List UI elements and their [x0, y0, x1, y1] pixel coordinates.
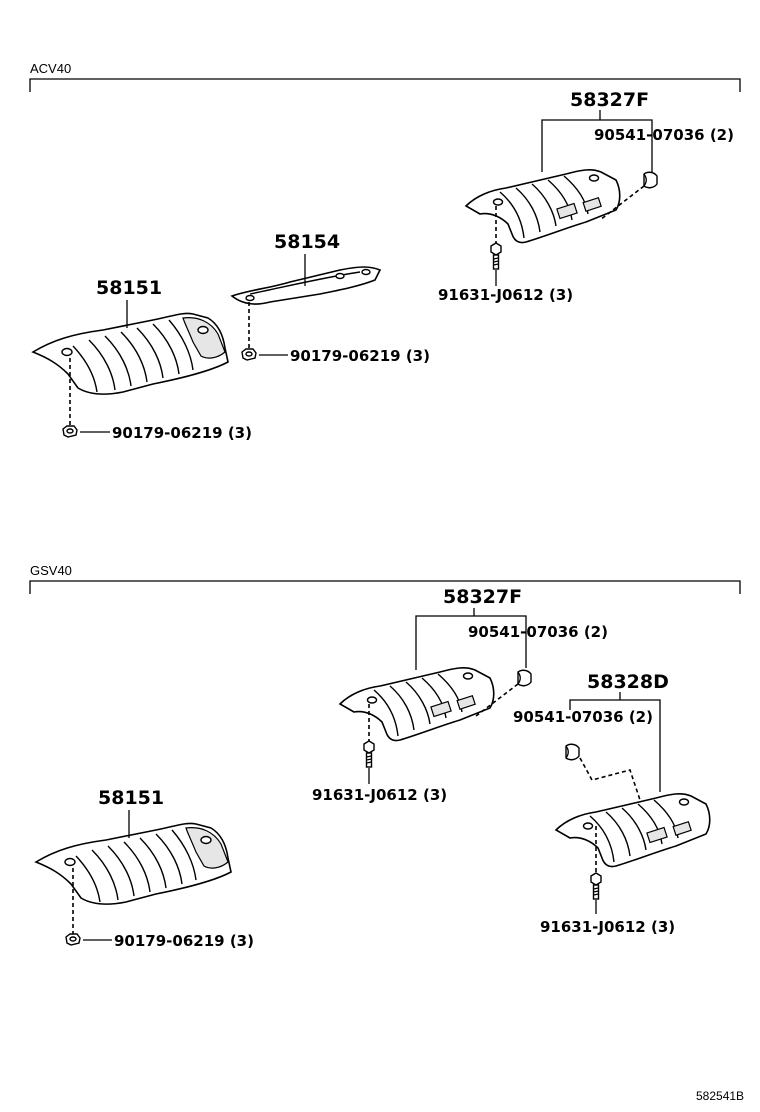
bolt-icon	[490, 242, 502, 270]
clip-icon	[565, 743, 580, 761]
label-nut-main: 90179-06219 (3)	[112, 424, 252, 442]
shield-58327f	[465, 169, 621, 244]
label-58151: 58151	[98, 787, 164, 809]
label-bolt-rear2: 91631-J0612 (3)	[540, 918, 675, 936]
label-nut-plate: 90179-06219 (3)	[290, 347, 430, 365]
label-clip-rear2: 90541-07036 (2)	[513, 708, 653, 726]
clip-icon	[517, 669, 532, 687]
label-58327f: 58327F	[570, 89, 649, 111]
label-58154: 58154	[274, 231, 340, 253]
shield-58154	[230, 266, 382, 305]
label-bolt-rear: 91631-J0612 (3)	[312, 786, 447, 804]
nut-icon	[62, 425, 78, 438]
label-clip-rear: 90541-07036 (2)	[594, 126, 734, 144]
label-58328d: 58328D	[587, 671, 669, 693]
shield-58151	[35, 822, 232, 905]
label-58151: 58151	[96, 277, 162, 299]
section-bracket	[29, 78, 741, 92]
bolt-icon	[363, 740, 375, 768]
shield-58328d	[555, 793, 711, 868]
section-acv40: ACV40 58151 90179-06219 (3) 58154 90179-…	[29, 61, 741, 442]
nut-icon	[65, 933, 81, 946]
section-label: ACV40	[30, 61, 71, 76]
shield-58151	[32, 312, 229, 395]
nut-icon	[241, 348, 257, 361]
shield-58327f	[339, 667, 495, 742]
label-bolt-rear: 91631-J0612 (3)	[438, 286, 573, 304]
diagram-code: 582541B	[696, 1089, 744, 1103]
bolt-icon	[590, 872, 602, 900]
section-gsv40: GSV40 58151 90179-06219 (3) 58327F 90541…	[29, 563, 741, 950]
section-label: GSV40	[30, 563, 72, 578]
label-58327f: 58327F	[443, 586, 522, 608]
clip-icon	[643, 171, 658, 189]
label-clip-rear: 90541-07036 (2)	[468, 623, 608, 641]
section-bracket	[29, 580, 741, 594]
label-nut-main: 90179-06219 (3)	[114, 932, 254, 950]
